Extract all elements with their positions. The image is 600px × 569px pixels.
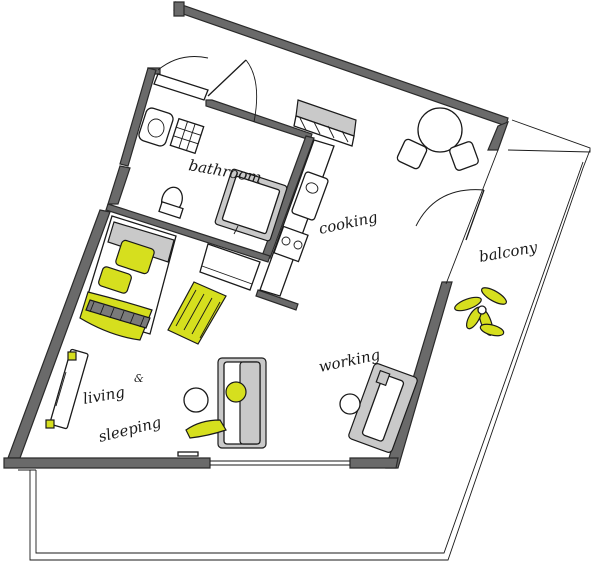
dining-set bbox=[396, 107, 479, 171]
bed bbox=[79, 215, 177, 341]
entrance-door bbox=[157, 56, 258, 123]
label-cooking: cooking bbox=[317, 208, 379, 238]
label-living: living bbox=[82, 383, 127, 408]
kitchen-units bbox=[199, 99, 357, 297]
bathroom-fixtures bbox=[138, 73, 288, 242]
label-ampersand: & bbox=[134, 372, 144, 385]
rug bbox=[167, 281, 227, 345]
balcony-area bbox=[18, 119, 591, 561]
sofa bbox=[177, 357, 267, 457]
desk bbox=[339, 363, 418, 453]
interior-walls bbox=[105, 67, 315, 311]
label-bathroom: bathroom bbox=[187, 156, 263, 187]
label-balcony: balcony bbox=[478, 238, 540, 266]
label-sleeping: sleeping bbox=[97, 413, 163, 446]
balcony-door bbox=[415, 189, 485, 241]
plant-icon bbox=[454, 287, 507, 337]
side-table bbox=[45, 348, 89, 430]
